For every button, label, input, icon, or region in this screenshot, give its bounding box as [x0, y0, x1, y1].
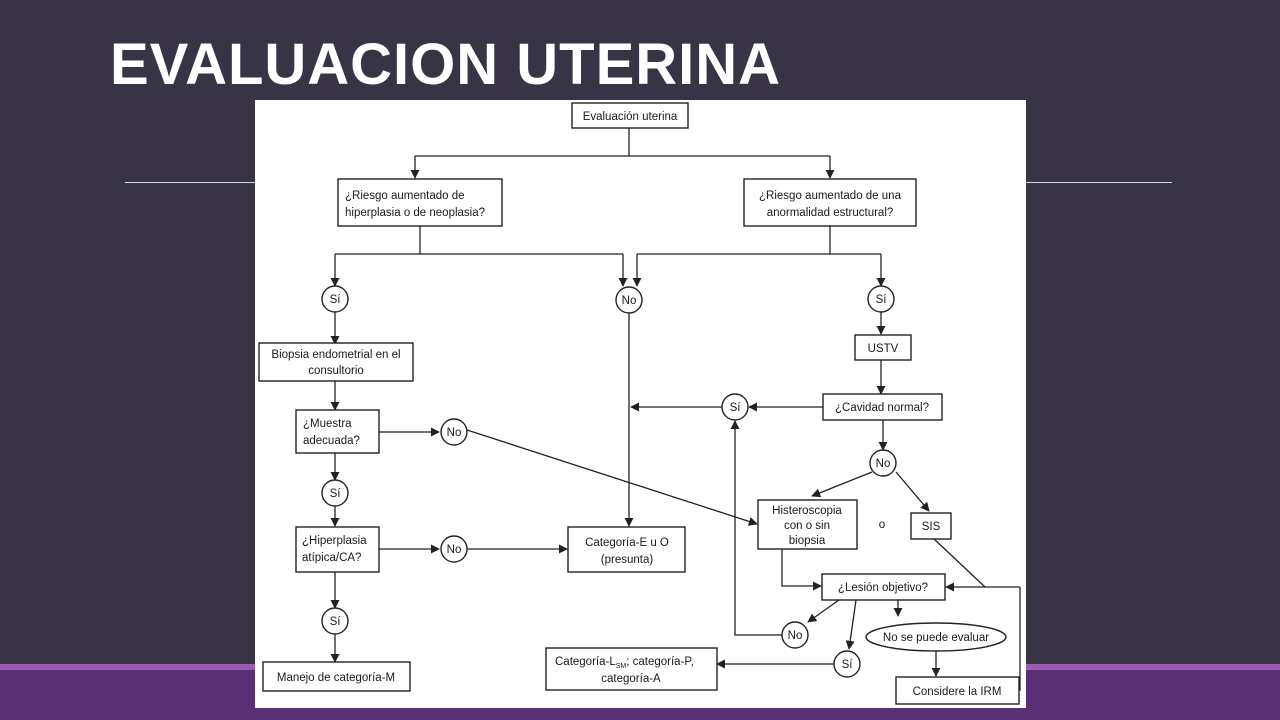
edge-sis-down	[932, 537, 986, 588]
node-category-e-o-line2: (presunta)	[601, 554, 654, 566]
node-office-biopsy-line1: Biopsia endometrial en el	[271, 349, 400, 361]
title-divider-left	[125, 182, 255, 183]
node-no-4: No	[869, 449, 897, 477]
node-no-3-label: No	[447, 544, 462, 556]
category-l-text: Categoría-L	[555, 656, 616, 668]
node-consider-mri-label: Considere la IRM	[913, 686, 1002, 698]
node-yes-5-label: Sí	[842, 659, 854, 671]
flowchart: Evaluación uterina ¿Riesgo aumentado de …	[258, 102, 1021, 705]
node-yes-2: Sí	[321, 479, 349, 507]
node-uterine-evaluation-label: Evaluación uterina	[583, 111, 678, 123]
node-cannot-evaluate-label: No se puede evaluar	[883, 632, 989, 644]
node-no-1-label: No	[622, 295, 637, 307]
node-ustv: USTV	[854, 334, 912, 361]
node-risk-hyperplasia-line2: hiperplasia o de neoplasia?	[345, 207, 485, 219]
category-l-text-rest: ; categoría-P,	[626, 656, 694, 668]
node-sis-label: SIS	[922, 521, 941, 533]
node-yes-right: Sí	[867, 285, 895, 313]
node-no-3: No	[440, 535, 468, 563]
node-uterine-evaluation: Evaluación uterina	[571, 102, 689, 129]
edge-lesion-to-si5	[845, 599, 857, 650]
node-hysteroscopy: Histeroscopia con o sin biopsia	[757, 499, 858, 550]
node-category-l: Categoría-LSM; categoría-P, categoría-A	[545, 647, 718, 691]
node-management-m: Manejo de categoría-M	[262, 661, 411, 692]
edge-no5-to-si4	[730, 420, 782, 636]
node-no-2-label: No	[447, 427, 462, 439]
node-risk-structural-line1: ¿Riesgo aumentado de una	[759, 190, 902, 202]
or-label: o	[879, 519, 885, 531]
node-yes-1-label: Sí	[330, 294, 342, 306]
node-yes-2-label: Sí	[330, 488, 342, 500]
node-sis: SIS	[910, 512, 952, 540]
node-adequate-sample-line2: adecuada?	[303, 435, 360, 447]
node-management-m-label: Manejo de categoría-M	[277, 672, 395, 684]
node-atypical-hyperplasia-line2: atípica/CA?	[302, 552, 361, 564]
node-yes-3-label: Sí	[330, 616, 342, 628]
title-divider-right	[1026, 182, 1172, 183]
node-hysteroscopy-line2: con o sin	[784, 520, 830, 532]
node-hysteroscopy-line1: Histeroscopia	[772, 505, 842, 517]
node-adequate-sample: ¿Muestra adecuada?	[295, 409, 380, 454]
flowchart-panel: Evaluación uterina ¿Riesgo aumentado de …	[255, 100, 1026, 708]
node-target-lesion: ¿Lesión objetivo?	[821, 573, 946, 601]
node-category-l-line1: Categoría-LSM; categoría-P,	[555, 656, 694, 670]
node-normal-cavity-label: ¿Cavidad normal?	[835, 402, 929, 414]
node-yes-1: Sí	[321, 285, 349, 313]
node-office-biopsy: Biopsia endometrial en el consultorio	[258, 342, 414, 382]
node-yes-4-label: Sí	[730, 402, 742, 414]
slide-title: EVALUACION UTERINA	[110, 32, 782, 97]
node-office-biopsy-line2: consultorio	[308, 365, 364, 377]
node-normal-cavity: ¿Cavidad normal?	[822, 393, 943, 421]
edge-no4-to-sis	[895, 471, 930, 512]
flowchart-edges	[330, 128, 1021, 691]
node-no-5-label: No	[788, 630, 803, 642]
node-category-l-line2: categoría-A	[601, 673, 661, 685]
node-atypical-hyperplasia: ¿Hiperplasia atípica/CA?	[295, 526, 380, 573]
edge-no2-to-hysteroscopy	[466, 429, 758, 526]
node-hysteroscopy-line3: biopsia	[789, 535, 826, 547]
node-consider-mri: Considere la IRM	[895, 676, 1020, 705]
node-yes-5: Sí	[833, 650, 861, 678]
node-cannot-evaluate: No se puede evaluar	[865, 622, 1007, 652]
node-ustv-label: USTV	[868, 343, 899, 355]
node-risk-hyperplasia-line1: ¿Riesgo aumentado de	[345, 190, 465, 202]
node-risk-hyperplasia: ¿Riesgo aumentado de hiperplasia o de ne…	[337, 178, 503, 227]
edge-hysteroscopy-to-lesion	[781, 549, 822, 591]
edge-no4-to-hysteroscopy	[811, 471, 873, 498]
node-adequate-sample-line1: ¿Muestra	[303, 418, 352, 430]
node-no-4-label: No	[876, 458, 891, 470]
node-atypical-hyperplasia-line1: ¿Hiperplasia	[302, 535, 367, 547]
node-no-1: No	[615, 286, 643, 314]
category-l-subscript: SM	[616, 663, 627, 670]
node-risk-structural-line2: anormalidad estructural?	[767, 207, 894, 219]
node-yes-right-label: Sí	[876, 294, 888, 306]
node-category-e-o: Categoría-E u O (presunta)	[567, 526, 686, 573]
node-category-e-o-line1: Categoría-E u O	[585, 537, 669, 549]
node-no-5: No	[781, 621, 809, 649]
edge-lesion-to-no5	[807, 599, 840, 623]
node-risk-structural: ¿Riesgo aumentado de una anormalidad est…	[743, 178, 917, 227]
node-no-2: No	[440, 418, 468, 446]
node-yes-3: Sí	[321, 607, 349, 635]
node-yes-4: Sí	[721, 393, 749, 421]
node-target-lesion-label: ¿Lesión objetivo?	[838, 582, 928, 594]
